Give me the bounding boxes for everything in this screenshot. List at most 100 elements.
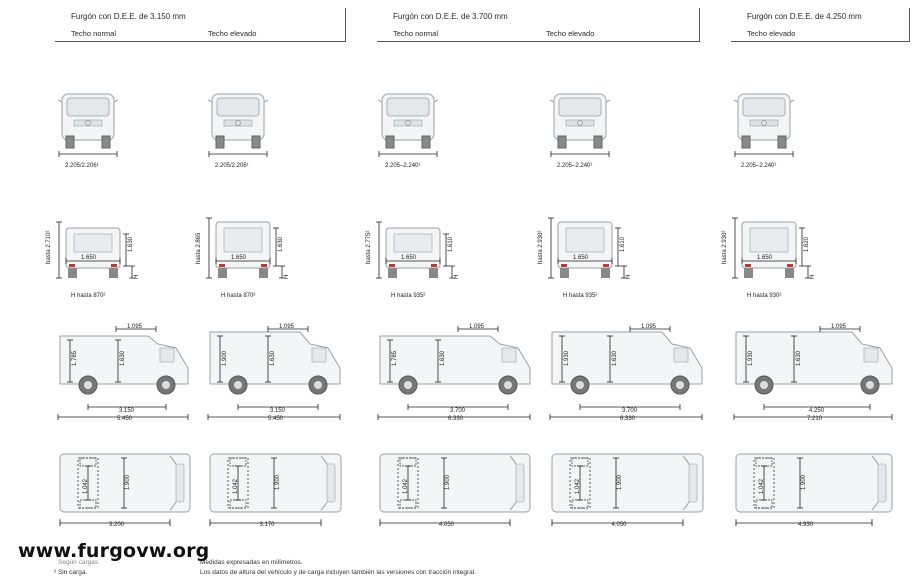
side-roof-label: 1.095: [641, 324, 657, 330]
watermark: www.furgovw.org: [18, 540, 210, 562]
front-view-logo: [235, 120, 241, 126]
front-view-windshield: [558, 97, 602, 117]
rear-total-label: 1.610: [620, 236, 626, 252]
side-view-hub: [234, 381, 242, 389]
front-view-wheel: [251, 135, 261, 149]
wheelbase-label: 3.150: [270, 408, 286, 414]
rear-view-wheel: [68, 268, 77, 278]
rear-floor-label: 1.650: [401, 255, 417, 261]
rear-h-note: H hasta 930²: [747, 293, 782, 299]
front-view-mirror: [377, 99, 383, 103]
top-view-body: [209, 453, 342, 513]
rear-view-lamp: [111, 264, 117, 267]
rear-h-label: H: [810, 274, 816, 279]
top-wheel-label: 1.042: [759, 478, 765, 494]
front-view-wheel: [385, 135, 395, 149]
side-view-hub: [162, 381, 170, 389]
header-title: Furgón con D.E.E. de 4.250 mm: [747, 12, 862, 21]
wheelbase-label: 3.700: [622, 408, 638, 414]
front-view-grille: [393, 119, 423, 127]
top-wheel-label: 1.042: [83, 478, 89, 494]
rear-height-label: hasta 2.710²: [46, 230, 52, 264]
header-title: Furgón con D.E.E. de 3.150 mm: [71, 12, 186, 21]
front-view-mirror: [733, 99, 739, 103]
side-view-hub: [576, 381, 584, 389]
top-length-label: 4.930: [798, 522, 814, 528]
rear-h-label: H: [626, 274, 632, 279]
footnote-right-2: Los datos de altura del vehículo y de ca…: [200, 569, 477, 576]
front-view-logo: [85, 120, 91, 126]
rear-view-wheel: [560, 268, 569, 278]
front-view-wheel: [65, 135, 75, 149]
rear-height-label: hasta 2.930²: [538, 230, 544, 264]
side-height-label: 1.785: [392, 350, 398, 366]
front-view-wheel: [593, 135, 603, 149]
rear-h-note: H hasta 935²: [563, 293, 598, 299]
front-view-windshield: [66, 97, 110, 117]
rear-view-lamp: [69, 264, 75, 267]
header-sub-normal: Techo normal: [71, 29, 117, 38]
side-cargo-label: 1.630: [612, 350, 618, 366]
rear-view-lamp: [389, 264, 395, 267]
front-view-mirror: [789, 99, 795, 103]
rear-view-wheel: [259, 268, 268, 278]
header-sub-elevado: Techo elevado: [747, 29, 796, 38]
front-width-label: 2.205–2.240¹: [385, 163, 421, 169]
rear-view-doors: [393, 233, 433, 253]
rear-height-label: hasta 2.775²: [366, 230, 372, 264]
rear-view-lamp: [745, 264, 751, 267]
side-view-window: [673, 347, 689, 363]
length-label: 5.450: [117, 416, 133, 422]
wheelbase-label: 4.250: [809, 408, 825, 414]
top-length-label: 3.200: [109, 522, 125, 528]
front-view-windshield: [386, 97, 430, 117]
side-height-label: 1.930: [564, 350, 570, 366]
rear-floor-label: 1.650: [231, 255, 247, 261]
top-width-label: 1.900: [801, 474, 807, 490]
front-width-label: 2.205–2.240¹: [741, 163, 777, 169]
top-wheel-label: 1.042: [403, 478, 409, 494]
side-cargo-label: 1.630: [120, 350, 126, 366]
header-4250: Furgón con D.E.E. de 4.250 mm Techo elev…: [731, 8, 910, 42]
rear-view-wheel: [218, 268, 227, 278]
wheelbase-label: 3.150: [119, 408, 135, 414]
rear-total-label: 1.620: [804, 236, 810, 252]
rear-h-note: H hasta 935²: [391, 293, 426, 299]
top-view-windshield: [688, 463, 698, 503]
length-label: 6.330: [620, 416, 636, 422]
side-view-hub: [676, 381, 684, 389]
rear-h-label: H: [454, 274, 460, 279]
side-view-window: [501, 347, 517, 363]
rear-floor-label: 1.650: [81, 255, 97, 261]
rear-view-wheel: [109, 268, 118, 278]
front-view-wheel: [101, 135, 111, 149]
rear-h-label: H: [284, 274, 290, 279]
rear-view-doors: [73, 233, 113, 253]
side-view-hub: [866, 381, 874, 389]
side-cargo-label: 1.630: [270, 350, 276, 366]
header-3150: Furgón con D.E.E. de 3.150 mm Techo norm…: [55, 8, 346, 42]
side-height-label: 1.930: [748, 350, 754, 366]
footnote-right-1: Medidas expresadas en milímetros.: [200, 559, 303, 566]
rear-view-doors: [223, 227, 263, 253]
side-roof-label: 1.095: [469, 324, 485, 330]
front-view-wheel: [421, 135, 431, 149]
front-view-grille: [223, 119, 253, 127]
footnote-left-1: Según cargas: [58, 559, 99, 566]
front-width-label: 2.205/2.206¹: [215, 163, 249, 169]
front-view-logo: [405, 120, 411, 126]
top-view-body: [735, 453, 893, 513]
rear-view-doors: [749, 227, 789, 253]
rear-view-doors: [565, 227, 605, 253]
side-view-hub: [504, 381, 512, 389]
header-sub-normal: Techo normal: [393, 29, 439, 38]
header-sub-elevado: Techo elevado: [208, 29, 257, 38]
side-roof-label: 1.095: [831, 324, 847, 330]
side-view-window: [159, 347, 175, 363]
length-label: 5.450: [268, 416, 284, 422]
top-wheel-label: 1.042: [233, 478, 239, 494]
front-width-label: 2.205/2.206¹: [65, 163, 99, 169]
rear-view-wheel: [429, 268, 438, 278]
header-sub-elevado: Techo elevado: [546, 29, 595, 38]
